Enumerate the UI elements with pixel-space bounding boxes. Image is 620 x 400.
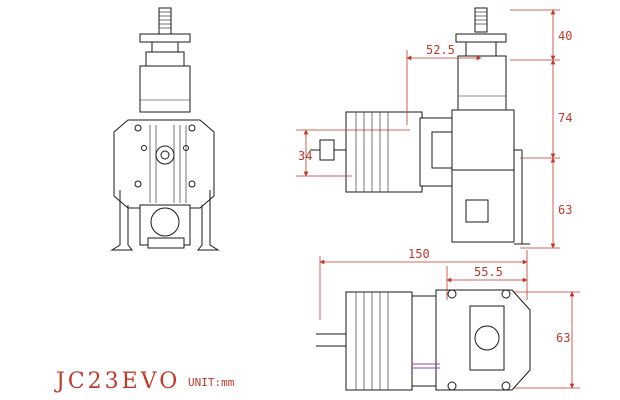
dim-63-bottom-label: 63 bbox=[556, 331, 570, 345]
model-title: JC23EVO bbox=[54, 369, 180, 394]
crankcase-housing bbox=[139, 65, 191, 113]
dim-55-5-label: 55.5 bbox=[474, 265, 503, 279]
side-carb-mount bbox=[451, 169, 515, 243]
dimension-150: 150 bbox=[319, 247, 528, 320]
unit-label: UNIT:mm bbox=[188, 376, 235, 389]
dimension-52-5: 52.5 bbox=[406, 43, 482, 125]
dimension-63-side: 63 bbox=[520, 157, 572, 249]
side-housing bbox=[457, 55, 507, 111]
mount-leg-left bbox=[110, 190, 134, 251]
dimension-34: 34 bbox=[296, 129, 410, 177]
head-bolts bbox=[134, 124, 196, 188]
dim-34-label: 34 bbox=[298, 149, 312, 163]
bottom-cylinder bbox=[345, 291, 413, 391]
side-cylinder bbox=[345, 111, 423, 193]
dimension-74: 74 bbox=[520, 59, 572, 159]
dimension-55-5: 55.5 bbox=[446, 265, 528, 300]
prop-washer bbox=[139, 33, 191, 43]
dimension-63-bottom: 63 bbox=[514, 291, 580, 389]
dim-150-label: 150 bbox=[408, 247, 430, 261]
bottom-crankcase bbox=[435, 289, 531, 391]
mount-leg-right bbox=[196, 190, 220, 251]
dim-52-5-label: 52.5 bbox=[426, 43, 455, 57]
dimension-40: 40 bbox=[510, 9, 572, 61]
dim-40-label: 40 bbox=[558, 29, 572, 43]
side-view bbox=[310, 7, 530, 245]
bottom-view bbox=[316, 289, 531, 391]
front-view bbox=[110, 7, 220, 251]
dim-74-label: 74 bbox=[558, 111, 572, 125]
spark-plug bbox=[155, 145, 175, 165]
dim-63-side-label: 63 bbox=[558, 203, 572, 217]
